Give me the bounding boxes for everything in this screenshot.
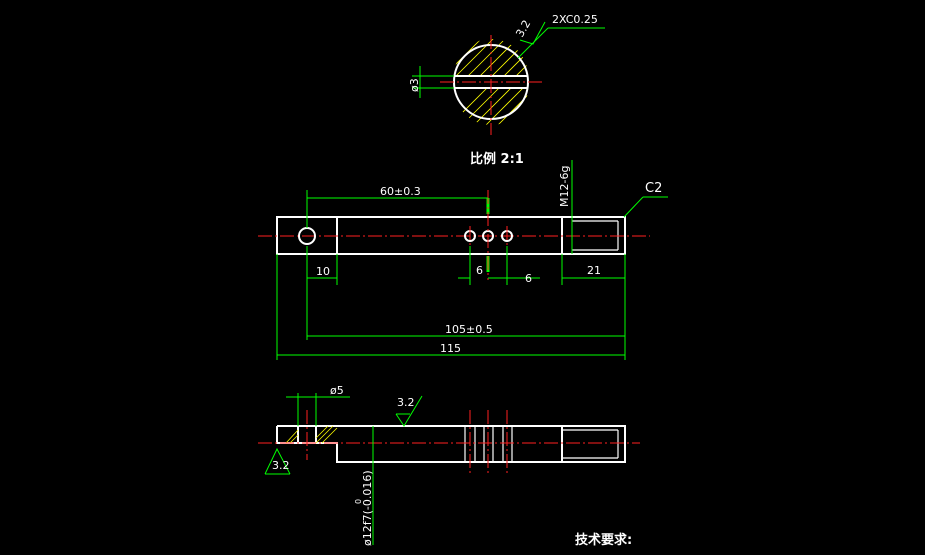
roughness-symbol-section (519, 21, 546, 45)
dim-6a: 6 (476, 264, 483, 277)
dim-115: 115 (440, 342, 461, 355)
section-hatch-bottom (454, 88, 528, 125)
dim-105: 105±0.5 (445, 323, 493, 336)
section-hatch-top (454, 39, 528, 76)
dim-6b: 6 (525, 272, 532, 285)
roughness-symbol-left (264, 447, 291, 475)
bottom-view: ø5 3.2 3.2 ø12f7(-0.016) 0 (258, 384, 640, 546)
bottom-hatch (285, 425, 338, 444)
roughness-left: 3.2 (272, 459, 290, 472)
shaft-dia-dim: ø12f7(-0.016) (361, 470, 374, 546)
hole-dim: ø5 (330, 384, 344, 397)
front-view: 60±0.3 M12-6g C2 10 6 6 21 105±0.5 1 (258, 160, 668, 360)
section-view: ø3 2XC0.25 3.2 比例 2:1 (408, 13, 605, 167)
roughness-right: 3.2 (397, 396, 415, 409)
thread-label: M12-6g (558, 166, 571, 207)
bottom-outline (276, 425, 626, 463)
dim-60: 60±0.3 (380, 185, 421, 198)
dim-21: 21 (587, 264, 601, 277)
dim-10: 10 (316, 265, 330, 278)
shaft-dia-upper-tol: 0 (354, 499, 363, 504)
chamfer-c2: C2 (645, 181, 662, 196)
slot-width-dim: ø3 (408, 78, 421, 92)
tech-requirements: 技术要求: (575, 532, 632, 548)
scale-label: 比例 2:1 (470, 151, 524, 167)
chamfer-note: 2XC0.25 (552, 13, 598, 26)
roughness-value-section: 3.2 (513, 18, 533, 40)
roughness-symbol-right (395, 395, 423, 427)
